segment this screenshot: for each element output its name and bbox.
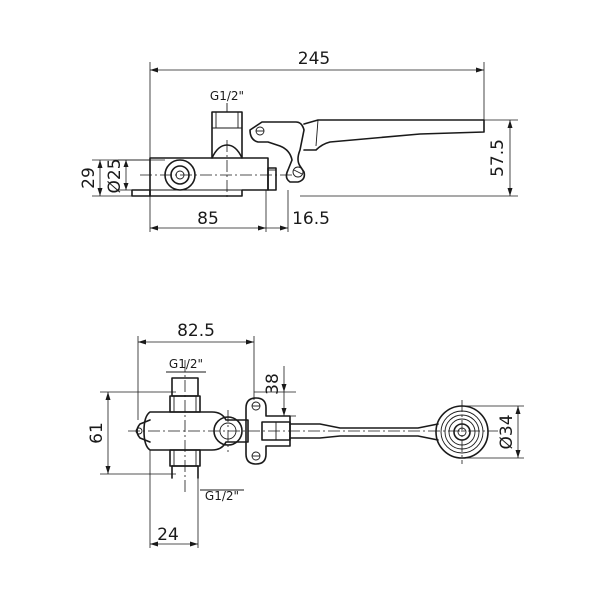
dim-overall-width: 245 <box>298 49 330 69</box>
front-view: 82.5 G1/2" G1/2" <box>87 321 524 548</box>
dimension-61: 61 <box>87 391 176 475</box>
dim-diameter-25: Ø25 <box>105 158 125 193</box>
dimension-85: 85 16.5 <box>149 190 330 232</box>
dim-offset: 16.5 <box>292 209 330 229</box>
thread-label-bottom: G1/2" <box>205 489 239 503</box>
top-view: 245 G1/2" <box>79 49 518 232</box>
dim-lug-spacing: 38 <box>263 373 283 395</box>
dimension-24: 24 <box>149 450 199 548</box>
dimension-d25: Ø25 <box>105 158 165 194</box>
dim-pedal-diameter: Ø34 <box>497 414 517 449</box>
dimension-245: 245 <box>149 49 485 160</box>
thread-label-top-view: G1/2" <box>210 89 244 103</box>
dimension-d34: Ø34 <box>462 405 524 459</box>
dim-pipe-width: 24 <box>157 525 179 545</box>
dimension-82-5: 82.5 <box>137 321 255 420</box>
thread-label-top: G1/2" <box>169 357 203 371</box>
dim-body-height: 29 <box>79 167 99 189</box>
dim-front-width: 82.5 <box>177 321 215 341</box>
dimension-38: 38 <box>254 366 296 417</box>
dim-front-height: 61 <box>87 422 107 444</box>
dim-overall-height: 57.5 <box>488 139 508 177</box>
dim-body-length: 85 <box>197 209 219 229</box>
dimension-29: 29 <box>79 159 150 197</box>
dimension-57-5: 57.5 <box>300 119 518 197</box>
